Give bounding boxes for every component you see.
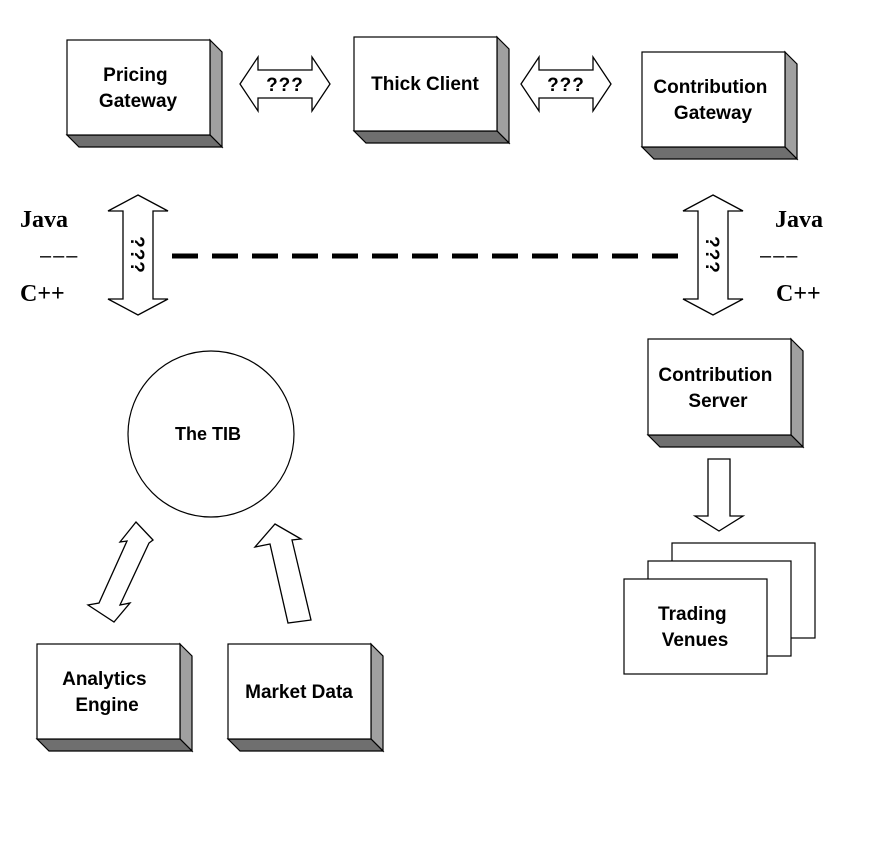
trading-venues-label-2: Venues	[662, 630, 729, 651]
svg-text:Pricing Gateway: Pricing Gateway	[99, 65, 178, 112]
left-vertical-arrow: ???	[107, 194, 169, 316]
left-cpp-label: C++	[20, 281, 65, 307]
thick-contribution-arrow: ???	[520, 54, 612, 114]
contribution-gateway-box: Contribution Gateway	[640, 50, 799, 161]
analytics-engine-label-1: Analytics	[62, 669, 146, 690]
thick-contribution-arrow-label: ???	[547, 75, 585, 96]
trading-venues-sheet-front	[623, 578, 768, 675]
left-vertical-arrow-label: ???	[126, 236, 147, 274]
analytics-engine-label-2: Engine	[75, 695, 138, 716]
left-divider: –––	[40, 245, 79, 267]
right-divider: –––	[760, 245, 799, 267]
market-data-box: Market Data	[226, 642, 385, 753]
pricing-gateway-label-1: Pricing	[103, 65, 167, 86]
svg-text:Market Data: Market Data	[245, 682, 353, 703]
contribution-gateway-label-2: Gateway	[674, 103, 753, 124]
svg-text:Contribution Gateway: Contribution Gateway	[653, 77, 772, 124]
trading-venues-stack: Trading Venues	[623, 542, 816, 675]
trading-venues-label-1: Trading	[658, 604, 727, 625]
pricing-thick-arrow: ???	[239, 54, 331, 114]
thick-client-box: Thick Client	[352, 35, 511, 145]
left-java-label: Java	[20, 207, 68, 233]
server-to-venues-arrow	[692, 458, 746, 532]
analytics-tib-arrow	[86, 521, 154, 623]
contribution-server-label-2: Server	[688, 391, 748, 412]
svg-text:Contribution Server: Contribution Server	[658, 365, 777, 412]
contribution-server-box: Contribution Server	[646, 337, 805, 449]
contribution-server-label-1: Contribution	[658, 365, 772, 386]
right-java-label: Java	[775, 207, 823, 233]
right-vertical-arrow: ???	[682, 194, 744, 316]
analytics-engine-box: Analytics Engine	[35, 642, 194, 753]
pricing-thick-arrow-label: ???	[266, 75, 304, 96]
contribution-gateway-label-1: Contribution	[653, 77, 767, 98]
right-cpp-label: C++	[776, 281, 821, 307]
svg-text:Trading Venues: Trading Venues	[658, 604, 732, 651]
pricing-gateway-box: Pricing Gateway	[65, 38, 224, 149]
svg-text:Thick Client: Thick Client	[371, 74, 479, 95]
market-data-label: Market Data	[245, 682, 353, 703]
thick-client-label: Thick Client	[371, 74, 479, 95]
svg-text:Analytics Engine: Analytics Engine	[62, 669, 152, 716]
market-data-tib-arrow	[253, 523, 312, 624]
tib-label: The TIB	[175, 424, 241, 444]
right-vertical-arrow-label: ???	[701, 236, 722, 274]
tib-node: The TIB	[127, 350, 295, 518]
pricing-gateway-label-2: Gateway	[99, 91, 178, 112]
